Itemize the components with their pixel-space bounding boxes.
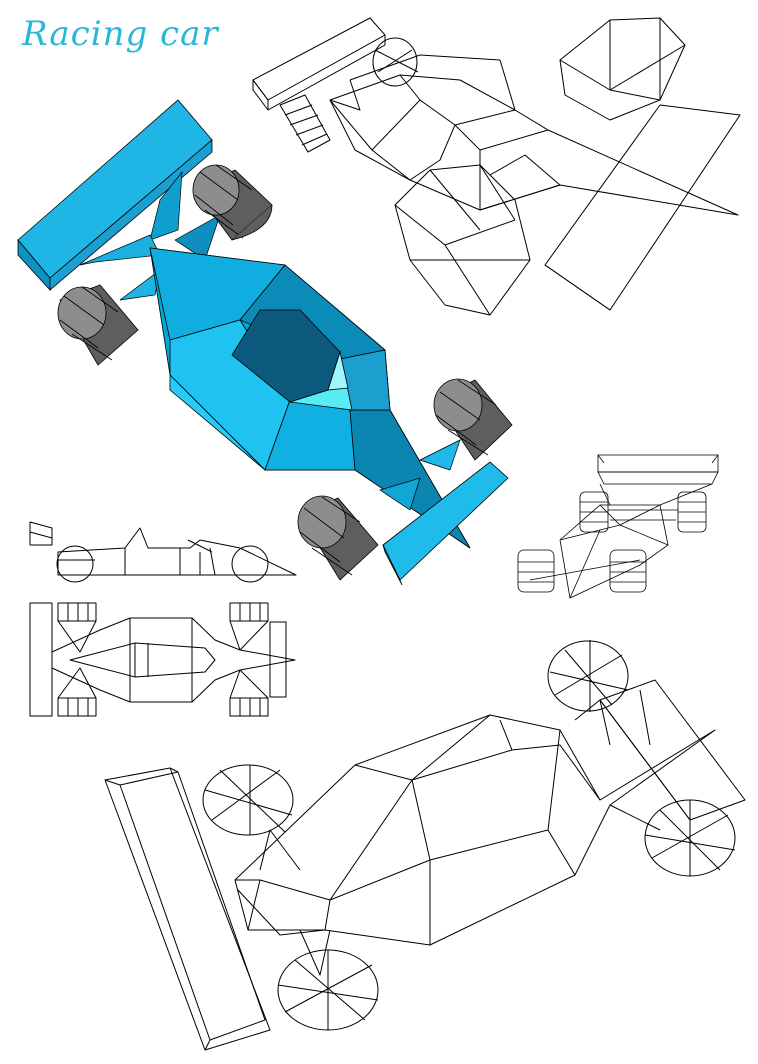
front-wing (382, 461, 509, 586)
tire-front-right (433, 378, 513, 461)
tire-front-left (297, 495, 379, 581)
car-body (149, 247, 471, 549)
page-title: Racing car (22, 14, 219, 54)
rear-wing (17, 99, 213, 292)
tire-rear-right (192, 164, 273, 241)
tire-rear-left (57, 284, 139, 366)
